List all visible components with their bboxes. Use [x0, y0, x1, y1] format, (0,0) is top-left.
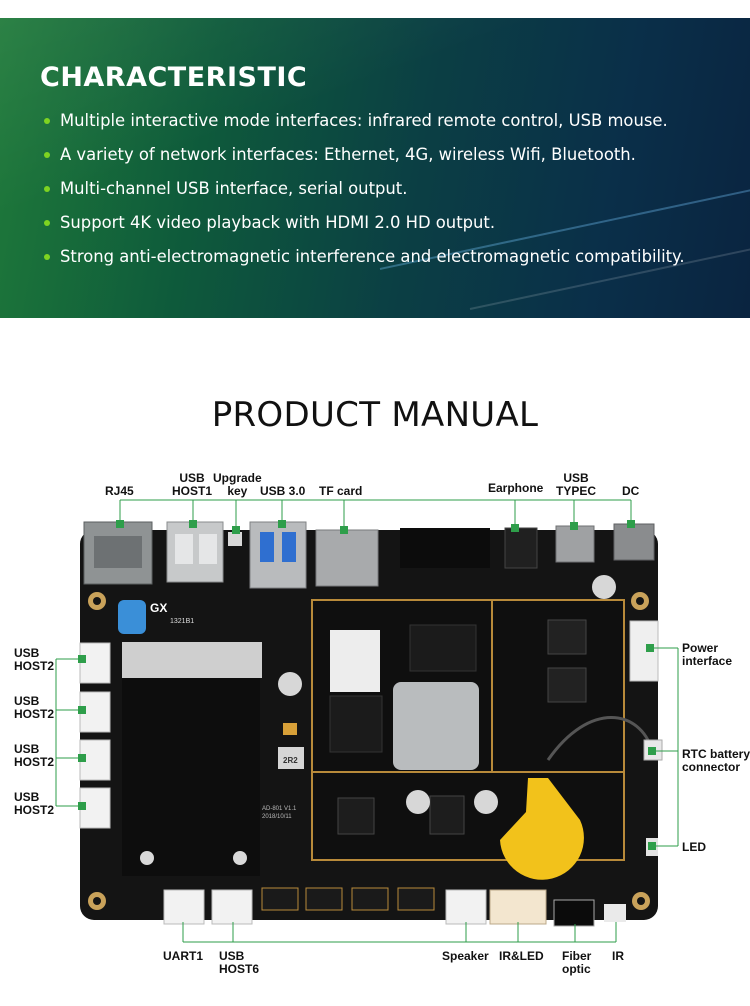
upgrade-key-button: [228, 532, 242, 546]
label-ir: IR: [612, 949, 624, 963]
bullet-icon: [44, 152, 50, 158]
bullet-icon: [44, 254, 50, 260]
bullet-icon: [44, 118, 50, 124]
bullet-icon: [44, 186, 50, 192]
label-uart1: UART1: [163, 949, 204, 963]
characteristic-banner: CHARACTERISTIC Multiple interactive mode…: [0, 18, 750, 318]
characteristic-item: Strong anti-electromagnetic interference…: [44, 246, 685, 280]
dc-jack: [613, 523, 655, 561]
emmc-chip: [329, 695, 383, 753]
uart1-connector: [163, 889, 205, 925]
usb-typec-port: [555, 525, 595, 563]
label-tf-card: TF card: [319, 484, 363, 498]
characteristic-item: Support 4K video playback with HDMI 2.0 …: [44, 212, 685, 246]
earphone-jack: [504, 527, 538, 569]
usb-host6-connector: [211, 889, 253, 925]
ic-chip: [337, 797, 375, 835]
capacitor: [406, 790, 430, 814]
tf-card-slot: [315, 529, 379, 587]
label-usb30: USB 3.0: [260, 484, 306, 498]
usb30-port: [249, 521, 307, 589]
bullet-icon: [44, 220, 50, 226]
chip-code: 1321B1: [170, 618, 195, 625]
memory-chip: [409, 624, 477, 672]
label-speaker: Speaker: [442, 949, 489, 963]
chip-marking: GX: [150, 601, 168, 615]
soc-heatshield: [393, 682, 479, 770]
board-model: AD-801 V1.1: [262, 806, 297, 812]
label-earphone: Earphone: [488, 481, 544, 495]
board-date: 2018/10/11: [262, 814, 292, 820]
leader-markers: [78, 520, 656, 850]
sticker-label: [330, 630, 380, 692]
ir-receiver: [604, 904, 626, 922]
label-rj45: RJ45: [105, 484, 134, 498]
ic-chip: [429, 795, 465, 835]
board-diagram: GX 1321B1 AD-801 V1.1 2018/10/11 2R2 RJ4…: [0, 460, 750, 1006]
inductor: [278, 747, 304, 769]
product-manual-title: PRODUCT MANUAL: [211, 395, 539, 435]
speaker-connector: [445, 889, 487, 925]
label-ir-led: IR&LED: [499, 949, 544, 963]
capacitor: [278, 672, 302, 696]
characteristic-item: Multi-channel USB interface, serial outp…: [44, 178, 685, 212]
characteristic-item: A variety of network interfaces: Etherne…: [44, 144, 685, 178]
characteristic-item: Multiple interactive mode interfaces: in…: [44, 110, 685, 144]
capacitor: [474, 790, 498, 814]
ir-led-connector: [489, 889, 547, 925]
leader-lines: [55, 499, 679, 943]
characteristic-title: CHARACTERISTIC: [40, 62, 308, 93]
label-dc: DC: [622, 484, 640, 498]
characteristic-list: Multiple interactive mode interfaces: in…: [44, 110, 685, 280]
capacitor: [592, 575, 616, 599]
fiber-optic-port: [553, 899, 595, 927]
rtc-coin-battery: [500, 778, 584, 880]
blue-capacitor: [118, 600, 146, 634]
module-area: [122, 678, 260, 876]
label-led: LED: [682, 840, 706, 854]
inductor-marking: 2R2: [283, 756, 298, 765]
mini-pcie-slot: [122, 642, 262, 678]
board-illustration: [55, 499, 679, 943]
hdmi-block: [400, 528, 490, 568]
